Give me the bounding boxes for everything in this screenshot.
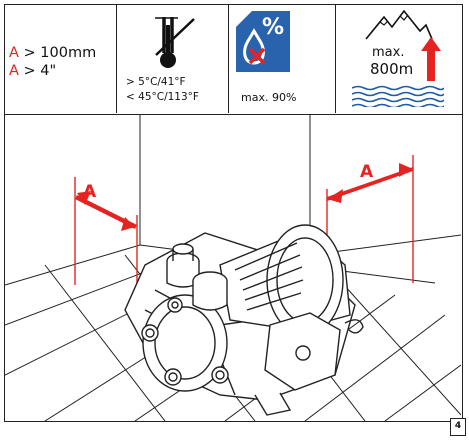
humidity-max: max. 90% [241,91,297,104]
distance-metric-value: > 100mm [18,45,97,61]
dimension-arrow-left [75,195,137,229]
temperature-cell: > 5°C/41°F < 45°C/113°F [117,5,229,113]
temperature-min: > 5°C/41°F [126,76,186,88]
distance-letter: A [9,45,19,61]
installation-requirements-frame: A > 100mm A > 4" > 5°C/41°F < 45°C/113°F [4,4,463,422]
humidity-cell: % max. 90% [229,5,336,113]
vacuum-pump-installation: A A [5,115,461,421]
mountain-icon [365,9,433,40]
dimension-label-left: A [83,182,97,202]
humidity-drop-icon: % [236,11,290,72]
thermometer-icon [155,17,195,68]
distance-letter: A [9,63,19,79]
humidity-percent-symbol: % [262,15,285,40]
dimension-label-right: A [360,162,374,182]
arrow-up-icon [421,37,441,81]
altitude-value: 800m [370,60,414,78]
altitude-max-label: max. [372,45,405,60]
pump-housing [124,224,364,416]
page-number: 4 [450,418,466,436]
distance-imperial: A > 4" [9,63,56,80]
requirements-header: A > 100mm A > 4" > 5°C/41°F < 45°C/113°F [5,5,462,115]
water-waves-icon [352,85,444,107]
distance-cell: A > 100mm A > 4" [5,5,117,113]
temperature-max: < 45°C/113°F [126,91,199,103]
altitude-cell: max. 800m [336,5,462,113]
dimension-arrow-right [327,167,413,201]
distance-metric: A > 100mm [9,45,96,62]
distance-imperial-value: > 4" [18,63,57,79]
